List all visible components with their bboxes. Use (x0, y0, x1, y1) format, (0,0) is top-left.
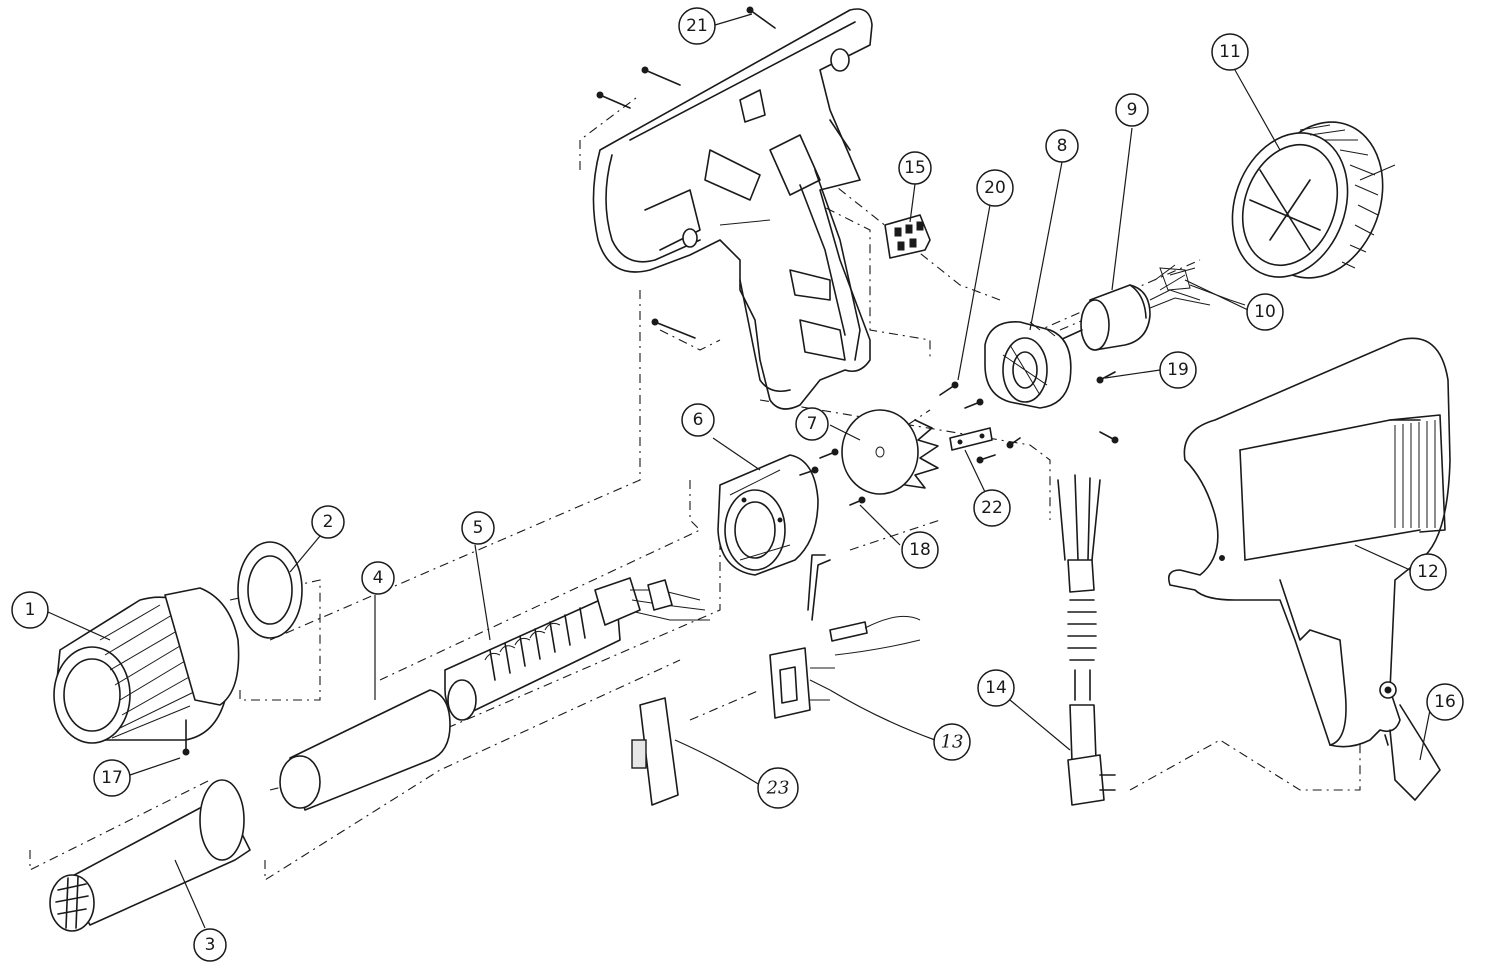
callout-2: 2 (311, 505, 345, 539)
callout-18: 18 (901, 531, 939, 569)
callout-22: 22 (973, 489, 1011, 527)
fan-housing (984, 321, 1072, 409)
callout-23: 23 (757, 767, 799, 809)
switch-button (631, 697, 679, 806)
svg-text:10: 10 (1254, 302, 1276, 322)
callout-3: 3 (193, 928, 227, 962)
hang-hook (1384, 704, 1441, 801)
svg-text:14: 14 (985, 678, 1007, 698)
svg-text:16: 16 (1434, 692, 1456, 712)
svg-text:7: 7 (807, 414, 818, 434)
mounting-bracket (949, 427, 993, 451)
svg-text:20: 20 (984, 178, 1006, 198)
callout-11: 11 (1211, 33, 1249, 71)
callout-6: 6 (681, 403, 715, 437)
svg-text:21: 21 (686, 16, 708, 36)
callout-21: 21 (678, 7, 716, 45)
callout-13: 13 (933, 723, 971, 761)
svg-text:8: 8 (1057, 136, 1068, 156)
svg-text:18: 18 (909, 540, 931, 560)
svg-text:11: 11 (1219, 42, 1241, 62)
svg-text:2: 2 (323, 512, 334, 532)
leader-lines (47, 13, 1431, 929)
switch-assembly (769, 554, 921, 719)
housing-half-right (1167, 337, 1451, 748)
retaining-ring (237, 541, 303, 639)
svg-text:17: 17 (101, 768, 123, 788)
callout-9: 9 (1115, 93, 1149, 127)
svg-text:1: 1 (25, 600, 36, 620)
svg-text:9: 9 (1127, 100, 1138, 120)
svg-text:5: 5 (473, 518, 484, 538)
power-cord (1057, 474, 1116, 806)
callout-4: 4 (361, 561, 395, 595)
callout-14: 14 (977, 669, 1015, 707)
heating-element (444, 577, 710, 721)
callout-7: 7 (795, 407, 829, 441)
callout-8: 8 (1045, 129, 1079, 163)
heater-holder (717, 454, 819, 576)
svg-text:13: 13 (941, 732, 964, 753)
svg-text:19: 19 (1167, 360, 1189, 380)
motor (1059, 284, 1211, 351)
assembly-guide-lines (29, 94, 1361, 881)
screws (182, 6, 1119, 756)
inner-tube (279, 689, 451, 811)
motor-wiring (1154, 264, 1246, 306)
terminal-block (884, 214, 931, 259)
callout-1: 1 (11, 591, 49, 629)
air-filter (53, 587, 240, 744)
callout-15: 15 (898, 151, 932, 185)
callout-16: 16 (1426, 683, 1464, 721)
callout-12: 12 (1409, 553, 1447, 591)
svg-text:4: 4 (373, 568, 384, 588)
svg-text:22: 22 (981, 498, 1003, 518)
svg-text:3: 3 (205, 935, 216, 955)
rear-end-cap (1231, 121, 1396, 279)
callout-5: 5 (461, 511, 495, 545)
callout-20: 20 (976, 169, 1014, 207)
svg-text:6: 6 (693, 410, 704, 430)
callout-19: 19 (1159, 351, 1197, 389)
svg-text:15: 15 (904, 158, 926, 178)
callout-17: 17 (93, 759, 131, 797)
svg-text:12: 12 (1417, 562, 1439, 582)
fan-impeller (841, 409, 939, 495)
nozzle-tube (49, 779, 251, 932)
callout-10: 10 (1246, 293, 1284, 331)
housing-half-left (592, 8, 873, 410)
svg-text:23: 23 (766, 778, 790, 799)
